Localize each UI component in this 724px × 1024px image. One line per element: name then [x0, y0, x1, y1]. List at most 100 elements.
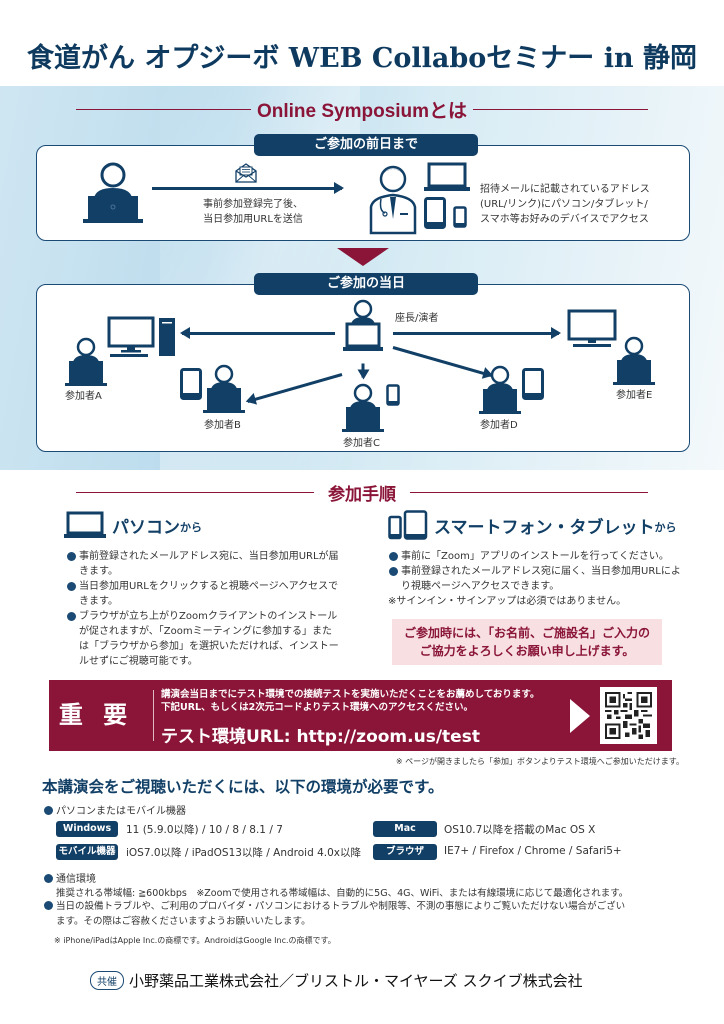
qr-code[interactable] [600, 687, 657, 744]
test-note: ※ ページが開きましたら「参加」ボタンよりテスト環境へご参加いただけます。 [395, 757, 684, 766]
signin-note: ※サインイン・サインアップは必須ではありません。 [388, 596, 627, 607]
network-detail: 推奨される帯域幅: ≧600kbps ※Zoomで使用される帯域幅は、自動的に5… [56, 888, 629, 899]
laptop-device-icon [424, 162, 470, 192]
flow-down-arrow-icon [337, 248, 389, 266]
heading-rule [75, 108, 251, 111]
attendee-laptop-icon [82, 160, 144, 224]
participant-d-label: 参加者D [480, 420, 518, 431]
sponsor-names: 小野薬品工業株式会社／ブリストル・マイヤーズ スクイブ株式会社 [129, 972, 583, 990]
arrow-to-participant-e [393, 327, 561, 339]
cohost-badge: 共催 [90, 971, 124, 990]
tablet-icon-d [522, 368, 544, 400]
trouble-line2: ます。その際はご容赦くださいますようお願いいたします。 [56, 916, 311, 927]
request-line2: ご協力をよろしくお願い申し上げます。 [419, 644, 635, 658]
important-label: 重 要 [58, 701, 134, 729]
pc-bullet: 事前登録されたメールアドレス宛に、当日参加用URLが届きます。 [66, 549, 341, 579]
tablet-device-icon [424, 197, 446, 229]
smartphone-icon-c [386, 384, 400, 406]
participant-c-icon [342, 382, 384, 434]
page-title: 食道がん オプジーボ WEB Collaboセミナー in 静岡 [26, 43, 697, 74]
smartphone-device-icon [453, 206, 467, 228]
pc-heading-main: パソコン [112, 517, 180, 538]
pc-instructions: 事前登録されたメールアドレス宛に、当日参加用URLが届きます。 当日参加用URL… [66, 549, 341, 669]
access-line3: スマホ等お好みのデバイスでアクセス [480, 214, 649, 225]
access-line1: 招待メールに記載されているアドレス [480, 184, 650, 195]
tag-mac: Mac [373, 821, 437, 837]
play-arrow-icon [570, 699, 590, 733]
mobile-heading-suffix: から [654, 521, 677, 534]
heading-rule [410, 491, 648, 494]
procedure-title: 参加手順 [328, 485, 396, 505]
arrow-to-participant-c [361, 363, 365, 378]
send-url-arrow [152, 182, 344, 194]
devices-label: パソコンまたはモバイル機器 [44, 802, 186, 817]
monitor-icon-e [567, 309, 617, 349]
participant-d-icon [479, 364, 521, 416]
participant-a-icon [65, 336, 107, 388]
access-line2: (URL/リンク)にパソコン/タブレット/ [480, 199, 648, 210]
bullet-dot [44, 806, 53, 815]
test-line2: 下記URL、もしくは2次元コードよりテスト環境へのアクセスください。 [161, 702, 474, 713]
heading-rule [76, 491, 314, 494]
mobile-instructions: 事前に「Zoom」アプリのインストールを行ってください。 事前登録されたメールア… [388, 549, 688, 609]
arrow-to-participant-a [180, 327, 335, 339]
before-day-tab: ご参加の前日まで [254, 134, 478, 156]
name-entry-request: ご参加時には、「お名前、ご施設名」ご入力の ご協力をよろしくお願い申し上げます。 [392, 619, 662, 665]
sponsor: 共催 小野薬品工業株式会社／ブリストル・マイヤーズ スクイブ株式会社 [90, 970, 583, 991]
mobile-heading-main: スマートフォン・タブレット [434, 517, 655, 538]
mac-requirement: OS10.7以降を搭載のMac OS X [444, 824, 596, 836]
tag-browser: ブラウザ [373, 844, 437, 860]
mobile-requirement: iOS7.0以降 / iPadOS13以降 / Android 4.0x以降 [126, 847, 361, 859]
online-symposium-heading: Online Symposiumとは [0, 96, 724, 123]
environment-title: 本講演会をご視聴いただくには、以下の環境が必要です。 [42, 778, 444, 796]
on-day-tab: ご参加の当日 [254, 273, 478, 295]
network-label: 通信環境 [44, 870, 96, 885]
tag-windows: Windows [56, 821, 118, 837]
network-label-text: 通信環境 [56, 874, 96, 885]
bullet-dot [44, 901, 53, 910]
access-instructions: 招待メールに記載されているアドレス (URL/リンク)にパソコン/タブレット/ … [480, 182, 690, 227]
pc-heading: パソコン から [64, 511, 202, 539]
tag-mobile: モバイル機器 [56, 844, 118, 860]
request-line1: ご参加時には、「お名前、ご施設名」ご入力の [403, 626, 650, 640]
online-symposium-title: Online Symposiumとは [256, 101, 468, 122]
trouble-line1: 当日の設備トラブルや、ご利用のプロバイダ・パソコンにおけるトラブルや制限等、不測… [56, 901, 626, 912]
envelope-icon [234, 163, 258, 183]
trademark-note: ※ iPhone/iPadはApple Inc.の商標です。AndroidはGo… [54, 936, 336, 945]
presenter-label: 座長/演者 [395, 313, 439, 324]
doctor-icon [367, 163, 419, 235]
heading-rule [473, 108, 649, 111]
participant-e-icon [613, 335, 655, 387]
bullet-dot [44, 874, 53, 883]
participant-a-label: 参加者A [65, 391, 102, 402]
divider [153, 690, 154, 741]
before-day-panel [36, 145, 690, 241]
important-notice: 重 要 講演会当日までにテスト環境での接続テストを実施いただくことをお薦めしてお… [49, 680, 672, 751]
browser-requirement: IE7+ / Firefox / Chrome / Safari5+ [444, 845, 622, 857]
test-url[interactable]: テスト環境URL: http://zoom.us/test [161, 727, 480, 747]
mobile-bullet: 事前登録されたメールアドレス宛に届く、当日参加用URLにより視聴ページへアクセス… [388, 564, 688, 594]
send-url-caption: 事前参加登録完了後、 当日参加用URLを送信 [178, 197, 328, 227]
pc-bullet: 当日参加用URLをクリックすると視聴ページへアクセスできます。 [66, 579, 341, 609]
participant-b-icon [203, 363, 245, 415]
trouble-notice: 当日の設備トラブルや、ご利用のプロバイダ・パソコンにおけるトラブルや制限等、不測… [44, 899, 625, 929]
participant-c-label: 参加者C [343, 438, 380, 449]
presenter-icon [343, 298, 383, 360]
devices-label-text: パソコンまたはモバイル機器 [56, 806, 186, 817]
participant-b-label: 参加者B [204, 420, 241, 431]
mobile-heading: スマートフォン・タブレット から [388, 510, 677, 540]
test-instructions: 講演会当日までにテスト環境での接続テストを実施いただくことをお薦めしております。… [161, 688, 539, 714]
laptop-icon [64, 511, 106, 539]
mobile-bullet: 事前に「Zoom」アプリのインストールを行ってください。 [388, 549, 688, 564]
desktop-computer-icon [107, 316, 179, 358]
test-line1: 講演会当日までにテスト環境での接続テストを実施いただくことをお薦めしております。 [161, 689, 540, 700]
send-caption-line2: 当日参加用URLを送信 [203, 214, 303, 225]
pc-bullet: ブラウザが立ち上がりZoomクライアントのインストールが促されますが、「Zoom… [66, 609, 341, 669]
windows-requirement: 11 (5.9.0以降) / 10 / 8 / 8.1 / 7 [126, 824, 283, 836]
qr-code-icon [605, 692, 652, 739]
participant-e-label: 参加者E [616, 390, 653, 401]
pc-heading-suffix: から [180, 521, 202, 534]
smartphone-tablet-icon [388, 510, 428, 540]
tablet-icon-b [180, 368, 202, 400]
send-caption-line1: 事前参加登録完了後、 [203, 199, 303, 210]
